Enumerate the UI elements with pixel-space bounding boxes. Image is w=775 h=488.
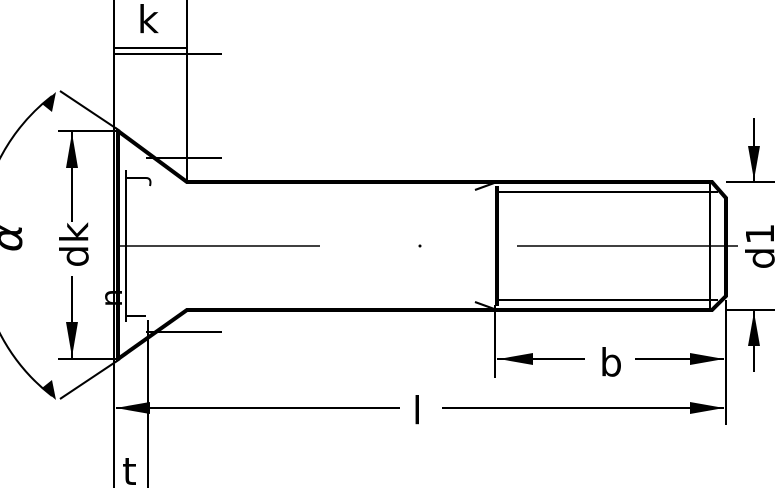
extension-lines [58, 0, 775, 488]
alpha-label: α [0, 223, 33, 252]
dk-dimension [66, 131, 78, 359]
n-label: n [95, 288, 130, 307]
d1-dimension [748, 118, 760, 372]
center-line [120, 244, 738, 248]
k-label: k [137, 0, 159, 42]
b-dimension [497, 353, 724, 365]
b-label: b [599, 341, 623, 385]
angle-alpha-dimension [0, 92, 56, 400]
dk-label: dk [53, 222, 97, 268]
l-label: l [412, 389, 423, 433]
screw-outline [116, 127, 728, 363]
t-label: t [122, 450, 137, 488]
l-dimension [116, 402, 724, 414]
d1-label: d1 [739, 222, 775, 270]
